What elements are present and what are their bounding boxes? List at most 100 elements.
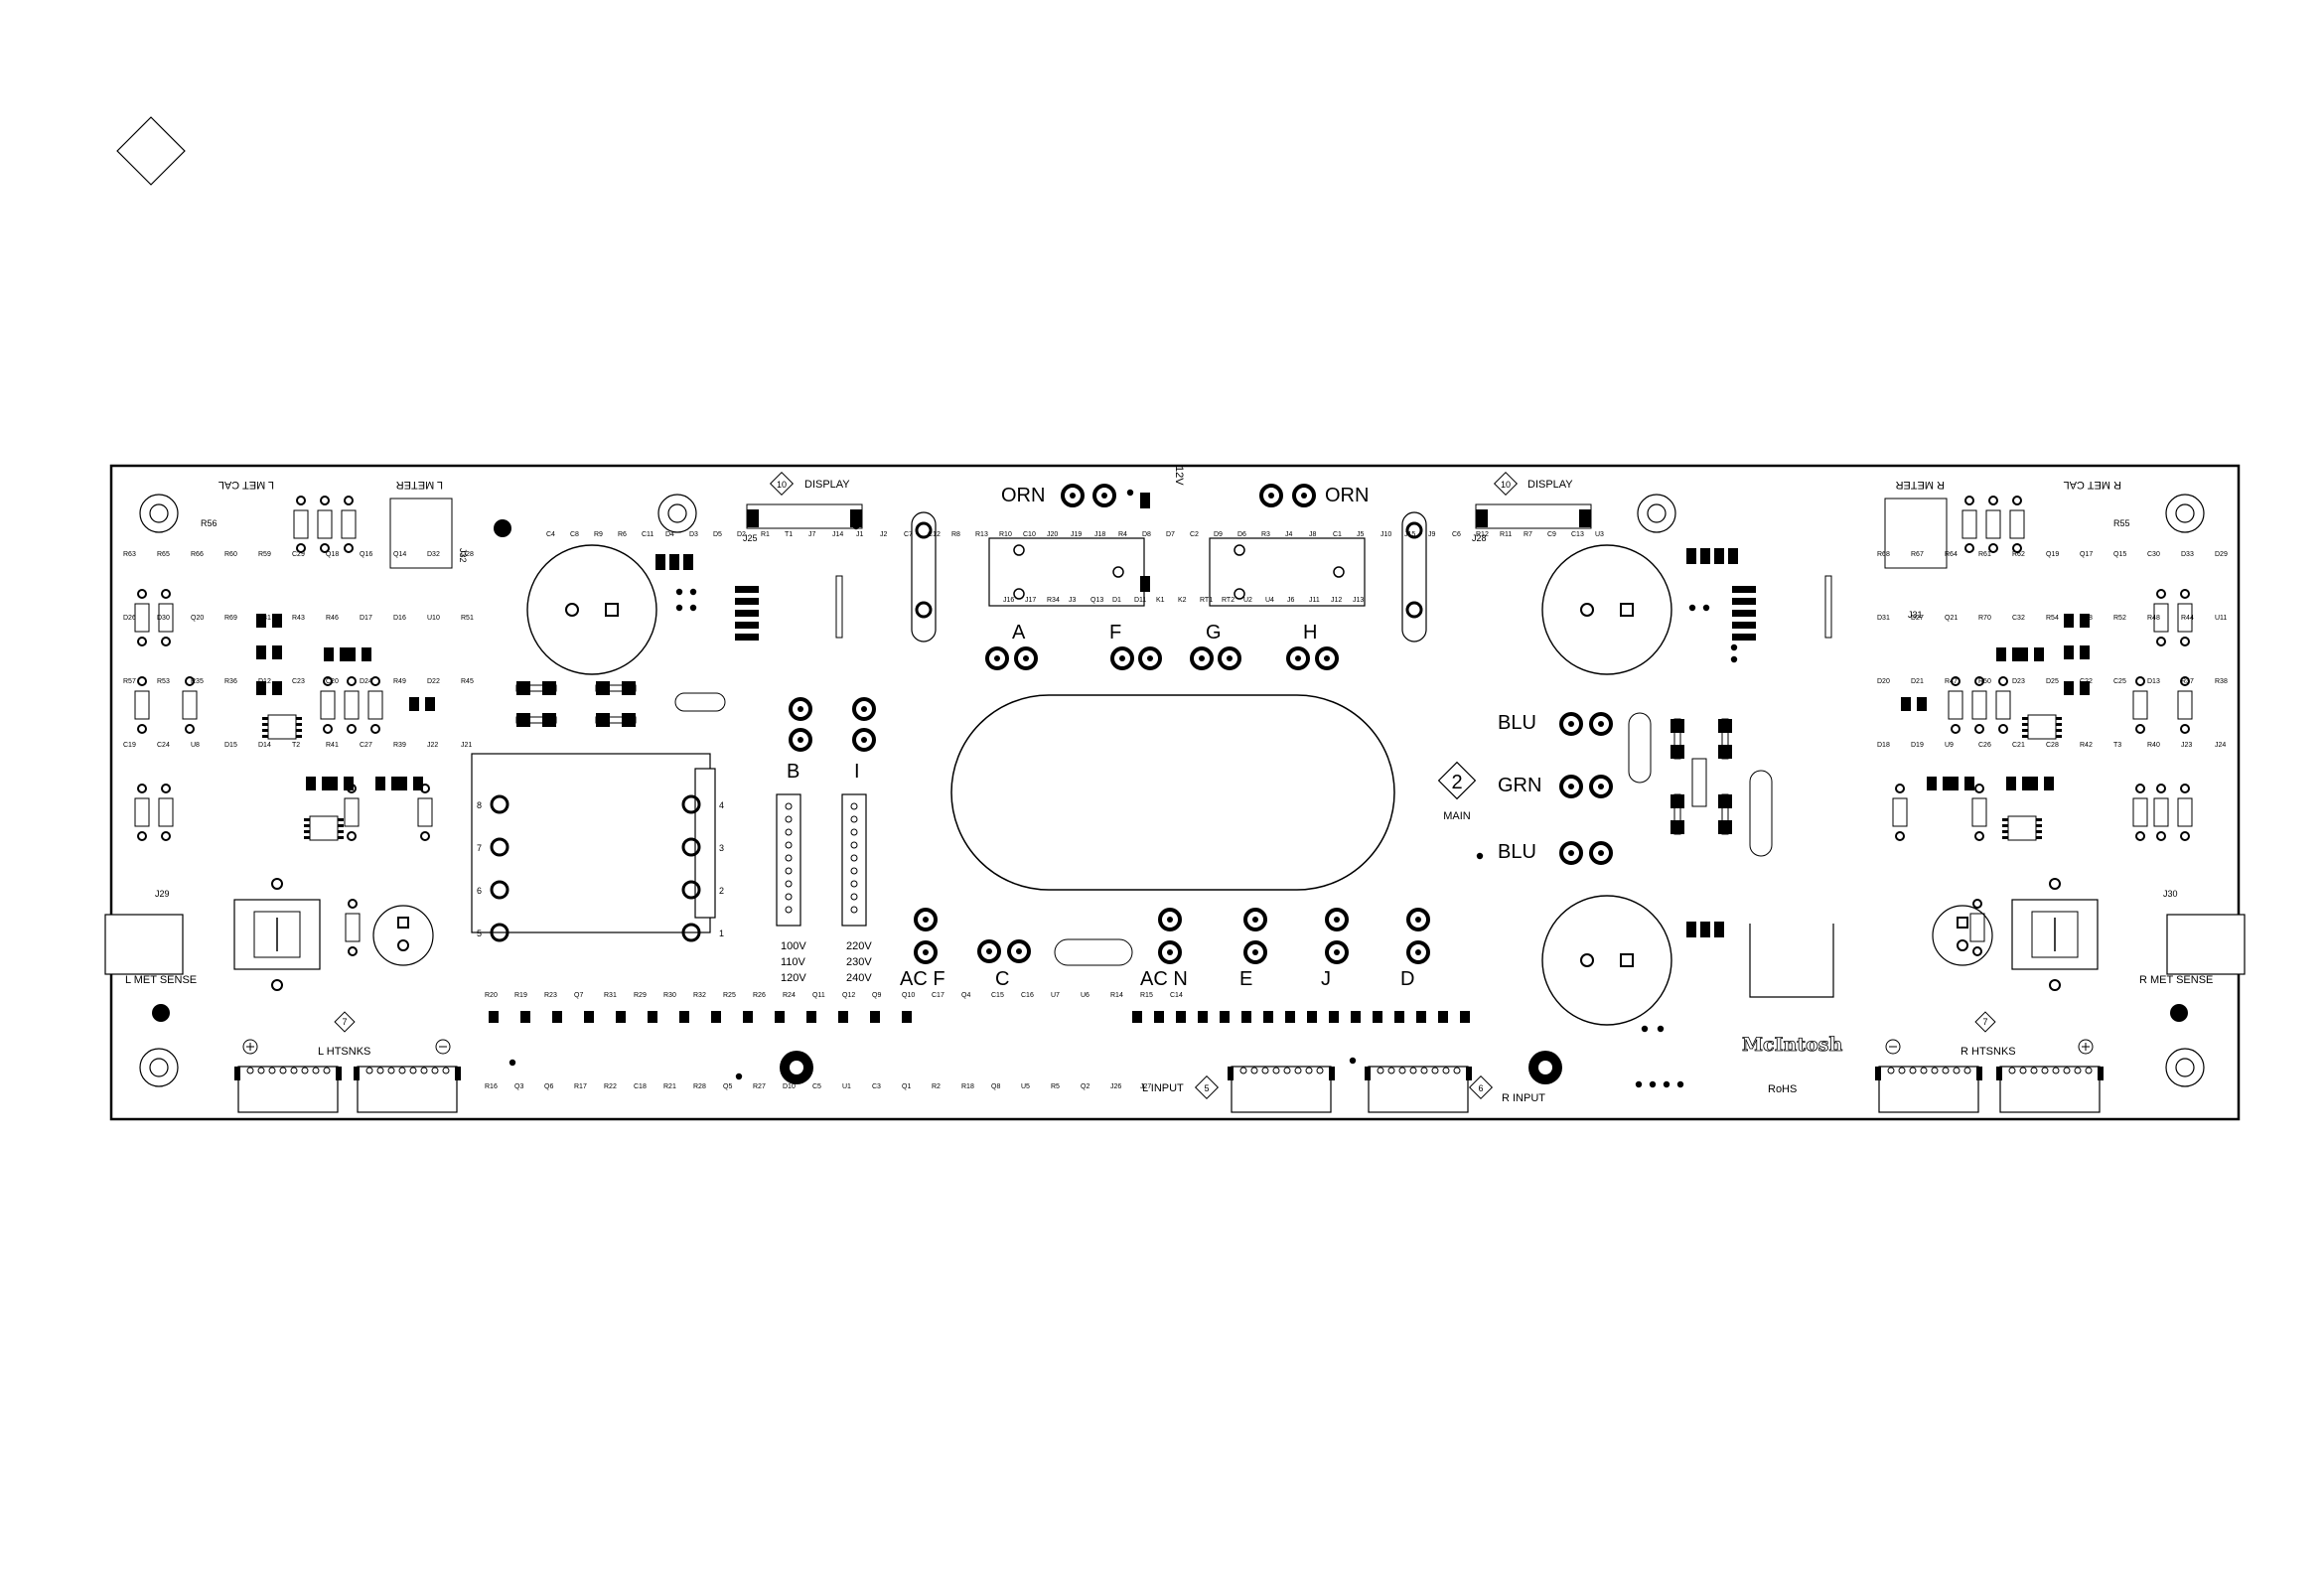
relay <box>1209 537 1366 607</box>
orn-right-label: ORN <box>1325 485 1369 506</box>
ref-designator: D22 <box>427 678 440 685</box>
wire-pad <box>1014 646 1038 670</box>
header-pin <box>850 828 858 836</box>
connector-latch <box>234 1067 240 1080</box>
connector-pin <box>279 1067 287 1074</box>
resistor-pad <box>1972 899 1982 909</box>
ref-designator: D4 <box>665 531 674 538</box>
via <box>675 604 683 612</box>
ref-designator: J2 <box>880 531 888 538</box>
connector-latch <box>1875 1067 1881 1080</box>
display-left-ref: J25 <box>743 533 758 543</box>
smd-part <box>2002 830 2008 833</box>
smd-part <box>328 777 338 790</box>
cap-pad <box>1580 953 1594 967</box>
ref-designator: D18 <box>1877 742 1890 749</box>
ref-designator: D32 <box>427 551 440 558</box>
ref-designator: R49 <box>393 678 406 685</box>
smd-part <box>1132 1011 1142 1023</box>
pad-hole <box>1568 721 1574 727</box>
ref-designator: D6 <box>1237 531 1246 538</box>
t1-pin <box>681 837 701 857</box>
resistor-pad <box>1998 724 2008 734</box>
pad-hole <box>1167 917 1173 923</box>
ref-designator: C28 <box>2046 742 2059 749</box>
ref-designator: R37 <box>2181 678 2194 685</box>
ref-designator: D14 <box>258 742 271 749</box>
smd-part <box>655 554 665 570</box>
ref-designator: Q17 <box>2080 551 2093 558</box>
mounting-hole-inner <box>2175 503 2195 523</box>
via <box>1657 1025 1665 1033</box>
smd-part <box>1949 777 1959 790</box>
fiducial-dot <box>494 519 511 537</box>
ref-designator: R6 <box>618 531 627 538</box>
ref-designator: J3 <box>1069 597 1077 604</box>
via <box>1730 655 1738 663</box>
ref-designator: Q16 <box>360 551 372 558</box>
display-right-latch <box>1476 509 1488 527</box>
smd-part <box>1154 1011 1164 1023</box>
grn-label: GRN <box>1498 775 1541 796</box>
relay-pin <box>1234 544 1245 556</box>
wire-pad <box>1243 908 1267 931</box>
ref-designator: R70 <box>1978 615 1991 622</box>
t1-pin <box>681 923 701 942</box>
cap-pad <box>397 939 409 951</box>
connector-pin <box>1377 1067 1384 1074</box>
ref-designator: R12 <box>1476 531 1489 538</box>
smd-part <box>1732 622 1756 629</box>
e-label: E <box>1239 968 1252 990</box>
ic <box>2007 815 2037 841</box>
h-label: H <box>1303 622 1317 644</box>
resistor-pad <box>347 831 357 841</box>
smd-part <box>1373 1011 1382 1023</box>
header <box>841 793 867 927</box>
pad-hole <box>1301 493 1307 499</box>
connector-pin <box>398 1067 406 1074</box>
ref-designator: R36 <box>224 678 237 685</box>
smd-part <box>338 824 344 827</box>
smd-part <box>542 681 556 695</box>
ref-designator: R30 <box>663 992 676 999</box>
diode-body <box>1721 793 1729 835</box>
l-htsnks-label: L HTSNKS <box>318 1046 370 1058</box>
smd-part <box>272 681 282 695</box>
pad-hole <box>1023 655 1029 661</box>
pad-hole <box>1252 917 1258 923</box>
smd-part <box>397 777 407 790</box>
pad-hole <box>923 949 929 955</box>
blu-bottom-label: BLU <box>1498 841 1536 863</box>
smd-part <box>1670 794 1684 808</box>
connector-latch <box>1329 1067 1335 1080</box>
display-left-badge <box>769 471 795 497</box>
wire-pad <box>1292 484 1316 507</box>
ref-designator: D2 <box>737 531 746 538</box>
blu-top-label: BLU <box>1498 712 1536 734</box>
resistor-pad <box>2180 724 2190 734</box>
resistor-body <box>1961 509 1977 539</box>
connector-pin <box>442 1067 450 1074</box>
smd-part <box>1714 922 1724 937</box>
ref-designator: R61 <box>1978 551 1991 558</box>
connector-pin <box>2063 1067 2071 1074</box>
ref-designator: R65 <box>157 551 170 558</box>
ref-designator: D5 <box>713 531 722 538</box>
resistor-body <box>341 509 357 539</box>
t-pad <box>2049 979 2061 991</box>
ref-designator: Q20 <box>191 615 204 622</box>
connector-pin <box>257 1067 265 1074</box>
pad-hole <box>861 706 867 712</box>
ref-designator: R38 <box>2215 678 2228 685</box>
ref-designator: C26 <box>1978 742 1991 749</box>
ref-designator: R62 <box>2012 551 2025 558</box>
connector-latch <box>1365 1067 1371 1080</box>
smd-part <box>344 777 354 790</box>
ref-designator: Q10 <box>902 992 915 999</box>
smd-part <box>1700 548 1710 564</box>
pad-hole <box>1101 493 1107 499</box>
resistor-pad <box>1974 676 1984 686</box>
ref-designator: R20 <box>485 992 498 999</box>
